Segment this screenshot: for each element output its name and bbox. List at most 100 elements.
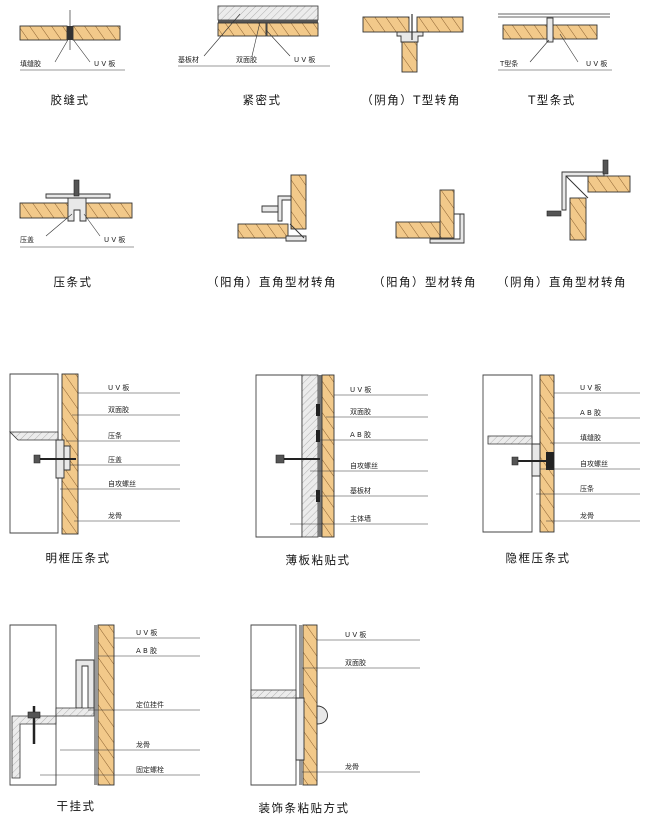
ab-glue-layer	[94, 625, 98, 785]
t-profile	[396, 31, 424, 43]
base-board	[217, 5, 319, 21]
caption-glue-joint: 胶缝式	[51, 93, 90, 107]
uv-board-horizontal	[237, 223, 289, 239]
filler-glue-label: 填缝胶	[580, 433, 601, 442]
uv-board-label: U V 板	[586, 59, 607, 68]
double-tape-label: 双面胶	[108, 405, 129, 414]
uv-board-left	[362, 16, 410, 33]
uv-board	[321, 374, 335, 538]
ab-glue-label: A B 胶	[350, 430, 371, 439]
self-tap-screw-label: 自攻螺丝	[350, 461, 378, 470]
press-cap-label: 压盖	[20, 235, 34, 244]
caption-decor-strip: 装饰条粘贴方式	[259, 801, 350, 815]
caption-t-corner: （阴角）T型转角	[361, 93, 461, 107]
ab-glue-layer	[318, 375, 322, 537]
caption-thin-board: 薄板粘贴式	[286, 553, 351, 567]
top-screw	[602, 159, 609, 175]
filler-glue	[546, 452, 554, 470]
ab-glue-label: A B 胶	[136, 646, 157, 655]
uv-board-vertical	[401, 39, 418, 73]
diagram-inner-profile-corner: （阴角）直角型材转角	[497, 159, 631, 289]
wall	[482, 374, 533, 533]
side-screw	[546, 210, 562, 217]
uv-board-right	[72, 25, 121, 41]
keel-label: 龙骨	[136, 740, 150, 749]
uv-board-right	[416, 16, 464, 33]
diagram-t-corner: （阴角）T型转角	[361, 14, 464, 107]
self-tap-screw	[33, 454, 41, 464]
wall	[9, 373, 59, 534]
self-tap-screw	[511, 456, 519, 466]
corner-cap	[285, 235, 307, 242]
diagram-outer-corner: （阳角）型材转角	[373, 189, 477, 289]
uv-board-label: U V 板	[345, 630, 366, 639]
diagram-exposed-frame: U V 板 双面胶 压条 压盖 自攻螺丝 龙骨 明框压条式	[9, 373, 180, 565]
diagram-outer-profile-corner: （阳角）直角型材转角	[207, 174, 336, 289]
hanger-arm	[55, 707, 95, 717]
positioning-hanger-label: 定位挂件	[136, 700, 164, 709]
uv-board-horizontal	[587, 175, 631, 193]
keel-arm	[250, 689, 297, 699]
uv-board-right	[552, 24, 598, 40]
caption-hidden-frame: 隐框压条式	[506, 551, 571, 565]
caption-tight-joint: 紧密式	[243, 93, 282, 107]
uv-board-label: U V 板	[350, 385, 371, 394]
uv-board-label: U V 板	[94, 59, 115, 68]
filler-glue-label: 填缝胶	[20, 59, 41, 68]
fixing-bolt-label: 固定螺栓	[136, 765, 164, 774]
caption-press-strip: 压条式	[54, 275, 93, 289]
angle-flange	[261, 205, 279, 213]
uv-board-left	[19, 202, 69, 219]
main-wall-label: 主体墙	[350, 514, 371, 523]
t-strip	[546, 17, 554, 43]
base-board	[301, 374, 319, 538]
press-strip	[67, 197, 87, 222]
diagram-dry-hanging: U V 板 A B 胶 定位挂件 龙骨 固定螺栓 干挂式	[9, 624, 200, 813]
self-tap-screw-label: 自攻螺丝	[108, 479, 136, 488]
uv-board-vertical	[290, 174, 307, 230]
corner-profile	[429, 213, 465, 244]
diagram-tight-joint: 基板材 双面胶 U V 板 紧密式	[178, 5, 330, 107]
ab-glue-label: A B 胶	[580, 408, 601, 417]
diagram-t-strip: T型条 U V 板 T型条式	[498, 13, 612, 107]
fixing-bolt	[27, 711, 41, 719]
keel-label: 龙骨	[580, 511, 594, 520]
press-strip-label: 压条	[580, 484, 594, 493]
uv-board-vertical	[439, 189, 455, 239]
double-tape-label: 双面胶	[350, 407, 371, 416]
screw	[73, 179, 80, 197]
self-tap-screw	[275, 454, 285, 464]
keel-arm	[9, 431, 59, 441]
uv-board-label: U V 板	[294, 55, 315, 64]
uv-board	[302, 624, 318, 786]
positioning-hanger	[75, 659, 95, 709]
keel	[295, 697, 305, 761]
caption-t-strip: T型条式	[527, 93, 576, 107]
double-tape-label: 双面胶	[345, 658, 366, 667]
double-tape-layer	[218, 20, 318, 23]
caption-dry-hanging: 干挂式	[57, 799, 96, 813]
base-board-label: 基板材	[178, 55, 199, 64]
diagram-decor-strip: U V 板 双面胶 龙骨 装饰条粘贴方式	[250, 624, 420, 815]
angle-profile	[277, 195, 292, 222]
uv-board-left	[19, 25, 68, 41]
uv-board-label: U V 板	[136, 628, 157, 637]
filler-glue-joint	[67, 26, 73, 40]
uv-board-label: U V 板	[104, 235, 125, 244]
wall	[250, 624, 297, 786]
uv-board-label: U V 板	[108, 383, 129, 392]
caption-inner-profile-corner: （阴角）直角型材转角	[497, 275, 627, 289]
diagram-thin-board: U V 板 双面胶 A B 胶 自攻螺丝 基板材 主体墙 薄板粘贴式	[255, 374, 428, 567]
press-strip-label: 压条	[108, 431, 122, 440]
caption-outer-corner: （阳角）型材转角	[373, 275, 477, 289]
uv-board-horizontal	[395, 221, 441, 239]
press-cap-label: 压盖	[108, 455, 122, 464]
uv-board-label: U V 板	[580, 383, 601, 392]
self-tap-screw-label: 自攻螺丝	[580, 459, 608, 468]
wall	[9, 624, 57, 786]
keel-label: 龙骨	[108, 511, 122, 520]
double-tape-label: 双面胶	[236, 55, 257, 64]
uv-board-vertical	[569, 197, 587, 241]
uv-board-right	[85, 202, 133, 219]
